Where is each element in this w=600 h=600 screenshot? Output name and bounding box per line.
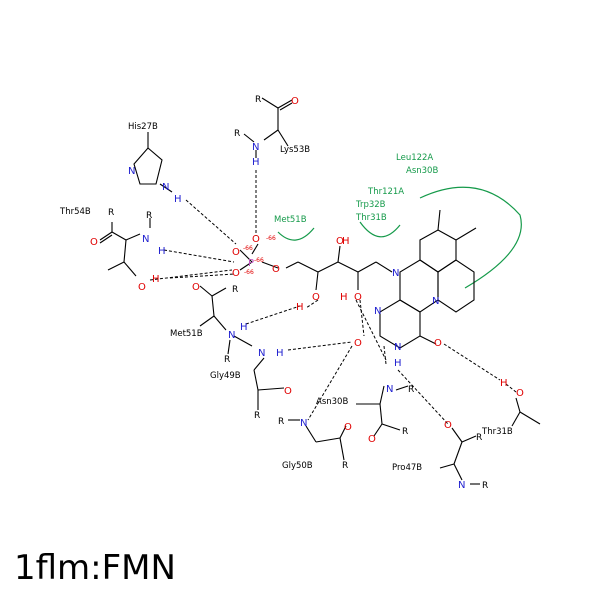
residue-label-thr31b-hydrophobic: Thr31B <box>355 213 387 223</box>
residue-label-gly50b: Gly50B <box>282 461 313 471</box>
atom-nitrogen: N <box>300 418 307 429</box>
atom-r: R <box>482 481 488 491</box>
atom-oxygen: O <box>312 292 320 303</box>
charge-label: -66 <box>244 269 254 276</box>
atom-hydrogen: H <box>296 302 304 313</box>
atom-r: R <box>278 417 284 427</box>
residue-label-thr54b: Thr54B <box>59 207 91 217</box>
atom-oxygen: O <box>368 434 376 445</box>
atom-hydrogen: H <box>394 358 402 369</box>
atom-oxygen: O <box>444 420 452 431</box>
residue-label-asn30b: Asn30B <box>316 397 348 407</box>
atom-oxygen: O <box>344 422 352 433</box>
atom-nitrogen: N <box>392 268 399 279</box>
atom-r: R <box>146 211 152 221</box>
atom-hydrogen: H <box>340 292 348 303</box>
atom-nitrogen: N <box>386 384 393 395</box>
charge-label: -66 <box>266 235 276 242</box>
atom-phosphorus: P <box>248 258 254 269</box>
residue-label-his27b: His27B <box>128 122 158 132</box>
atom-hydrogen: H <box>158 246 166 257</box>
atom-nitrogen: N <box>432 296 439 307</box>
residue-labels: His27B Lys53B Thr54B Met51B Met51B Gly49… <box>59 122 513 473</box>
residue-label-pro47b: Pro47B <box>392 463 422 473</box>
atom-nitrogen: N <box>394 342 401 353</box>
atom-nitrogen: N <box>374 306 381 317</box>
atom-r: R <box>224 355 230 365</box>
atom-nitrogen: N <box>228 330 235 341</box>
atom-hydrogen: H <box>152 274 160 285</box>
atom-oxygen: O <box>232 268 240 279</box>
hydrophobic-arc-thr121a <box>359 221 401 238</box>
atom-nitrogen: N <box>162 182 169 193</box>
atom-nitrogen: N <box>128 166 135 177</box>
atom-r: R <box>234 129 240 139</box>
hydrophobic-arc-met51b <box>277 227 315 241</box>
atom-oxygen: O <box>336 236 344 247</box>
atom-nitrogen: N <box>258 348 265 359</box>
atom-nitrogen: N <box>252 142 259 153</box>
atom-r: R <box>476 433 482 443</box>
atom-nitrogen: N <box>458 480 465 491</box>
atom-r: R <box>254 411 260 421</box>
atom-oxygen: O <box>434 338 442 349</box>
residue-label-met51b-hydrophobic: Met51B <box>274 215 307 225</box>
residue-label-met51b: Met51B <box>170 329 203 339</box>
residue-label-leu122a: Leu122A <box>396 153 433 163</box>
atom-r: R <box>108 208 114 218</box>
residue-label-gly49b: Gly49B <box>210 371 241 381</box>
hydrophobic-arc-leu122a <box>419 186 522 289</box>
atom-oxygen: O <box>354 292 362 303</box>
atom-r: R <box>255 95 261 105</box>
atom-r: R <box>232 285 238 295</box>
residue-label-lys53b: Lys53B <box>280 145 310 155</box>
charge-label: -66 <box>243 245 253 252</box>
atom-r: R <box>402 427 408 437</box>
hydrogen-bonds <box>149 170 517 425</box>
atom-hydrogen: H <box>252 157 260 168</box>
residue-label-thr31b: Thr31B <box>481 427 513 437</box>
bonds <box>99 97 541 485</box>
atom-r: R <box>408 385 414 395</box>
atom-oxygen: O <box>252 234 260 245</box>
atom-oxygen: O <box>232 247 240 258</box>
residue-label-asn30b-hydrophobic: Asn30B <box>406 166 438 176</box>
residue-label-thr121a: Thr121A <box>367 187 404 197</box>
residue-label-trp32b: Trp32B <box>355 200 386 210</box>
atom-hydrogen: H <box>342 236 350 247</box>
atom-hydrogen: H <box>500 378 508 389</box>
page-title: 1flm:FMN <box>14 548 176 588</box>
atom-oxygen: O <box>138 282 146 293</box>
atom-hydrogen: H <box>240 322 248 333</box>
atom-oxygen: O <box>291 96 299 107</box>
atom-r: R <box>342 461 348 471</box>
atom-nitrogen: N <box>142 234 149 245</box>
atom-oxygen: O <box>272 264 280 275</box>
charge-label: -66 <box>254 257 264 264</box>
atom-oxygen: O <box>354 338 362 349</box>
atom-hydrogen: H <box>276 348 284 359</box>
atom-oxygen: O <box>284 386 292 397</box>
atom-oxygen: O <box>90 237 98 248</box>
atom-oxygen: O <box>192 282 200 293</box>
atom-labels: R O R N H N N H R R O N H O H P O O O O … <box>90 95 524 491</box>
atom-oxygen: O <box>516 388 524 399</box>
atom-hydrogen: H <box>174 194 182 205</box>
